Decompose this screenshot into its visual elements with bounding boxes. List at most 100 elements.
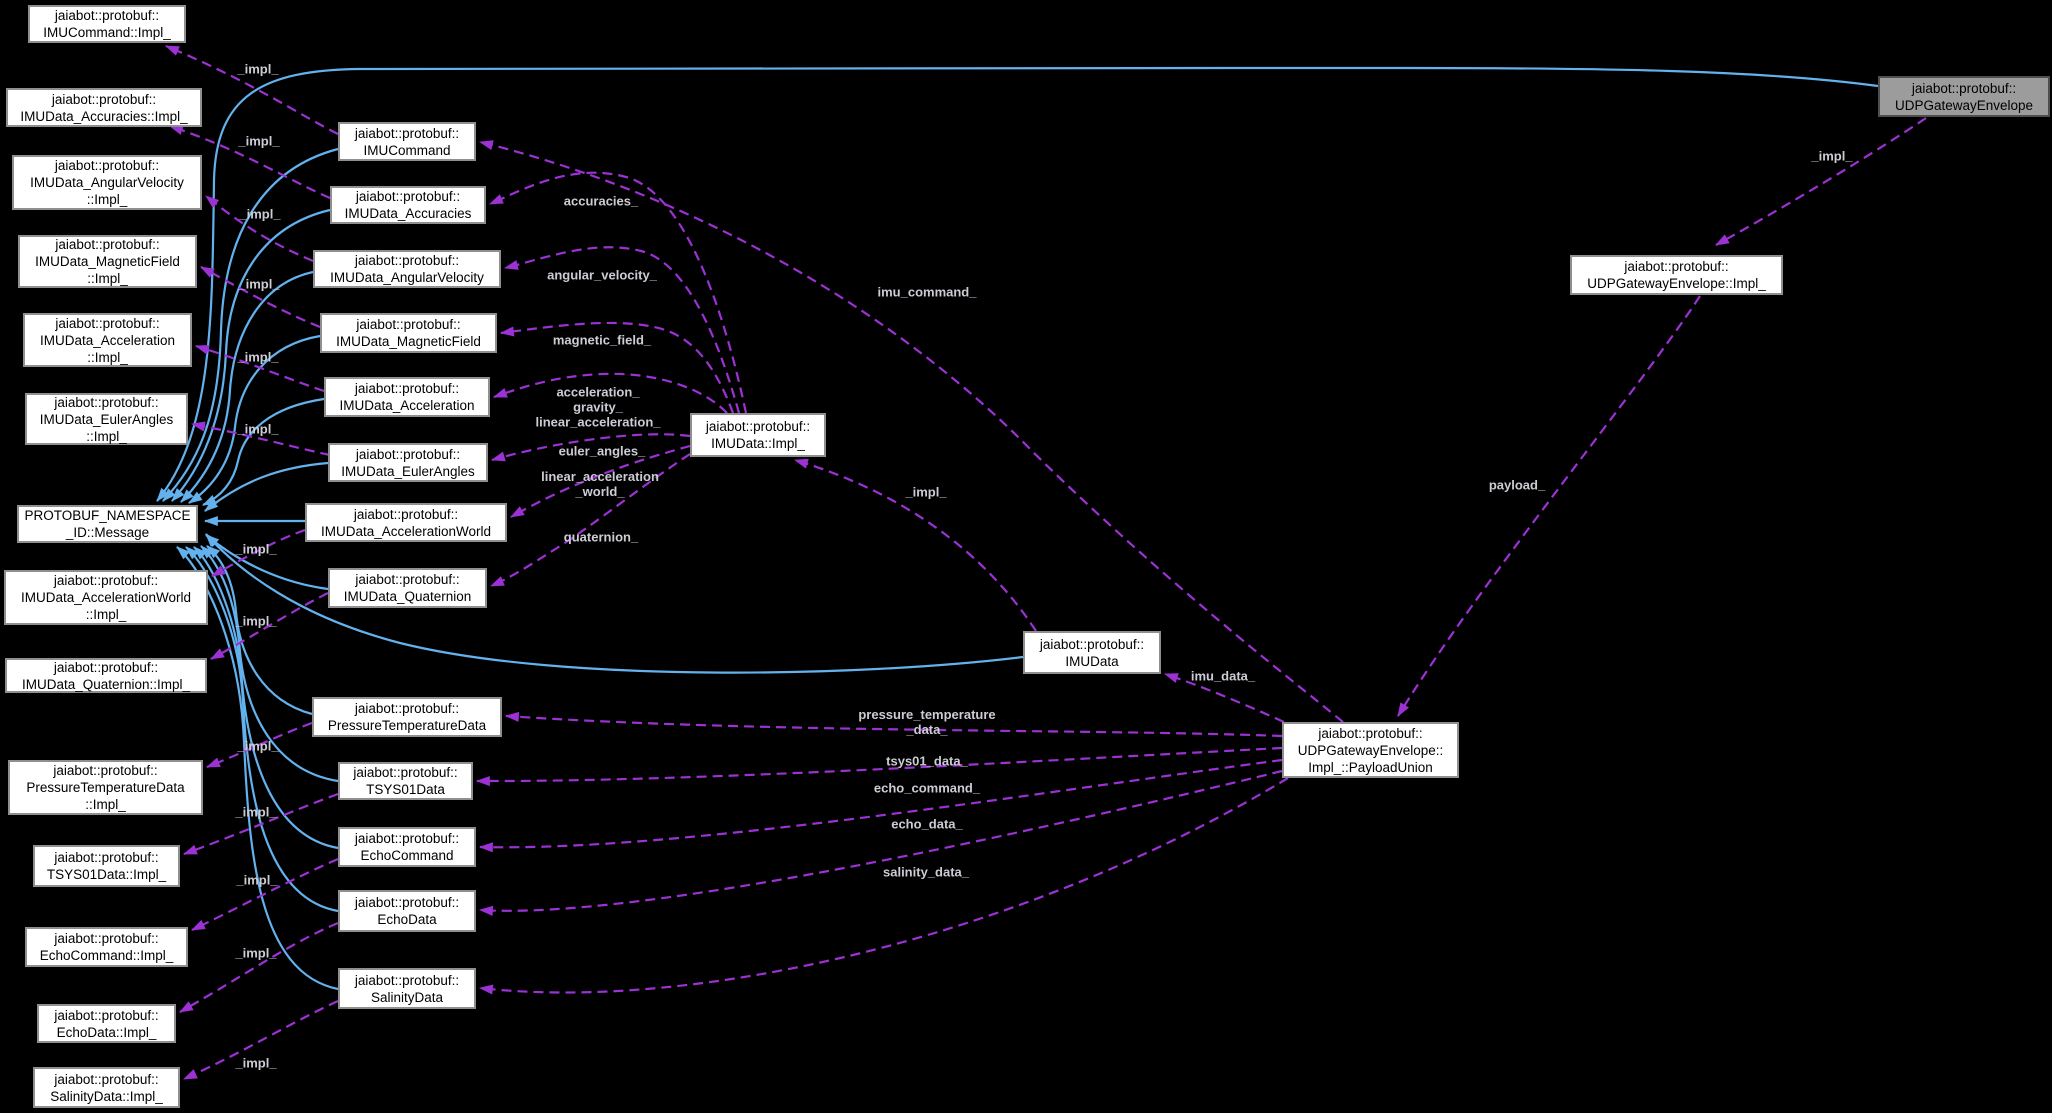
edge-label-impl-pressuretemperaturedata: _impl_ [237,738,279,754]
edge-impl-angularvelocity [205,195,314,263]
edge-label-salinity-data: salinity_data_ [883,864,969,880]
edge-label-euler-angles: euler_angles_ [558,443,646,459]
edge-label-impl-eulerangles: _impl_ [237,421,279,437]
edge-impl-accelerationworld [211,528,306,577]
edge-use-angular-velocity [503,246,741,414]
edge-label-tsys01-data: tsys01_data_ [886,753,968,769]
edge-inherit-magneticfield [188,334,321,504]
node-salinitydata[interactable]: jaiabot::protobuf:: SalinityData [338,968,476,1009]
edge-label-impl-udp: _impl_ [1811,148,1853,164]
edge-label-impl-salinitydata: _impl_ [235,1055,277,1071]
edge-inherit-imudata [205,533,1024,674]
edge-label-impl-accelerationworld: _impl_ [235,541,277,557]
edge-label-impl-quaternion: _impl_ [235,613,277,629]
node-quaternion[interactable]: jaiabot::protobuf:: IMUData_Quaternion [328,568,487,608]
edge-impl-eulerangles [190,421,331,457]
edge-impl-acceleration [194,344,325,393]
edge-use-echo-data [478,769,1283,916]
edge-label-quaternion: quaternion_ [563,529,639,545]
edge-use-acceleration [492,372,728,414]
edge-impl-udp [1715,117,1927,246]
node-imudata[interactable]: jaiabot::protobuf:: IMUData [1023,631,1161,674]
edge-label-magnetic-field: magnetic_field_ [552,332,652,348]
edge-inherit-angularvelocity [180,270,314,503]
edge-inherit-echodata [185,546,339,913]
node-angularvelocity-impl[interactable]: jaiabot::protobuf:: IMUData_AngularVeloc… [12,155,202,210]
node-udpgatewayenvelope-impl[interactable]: jaiabot::protobuf:: UDPGatewayEnvelope::… [1570,255,1783,295]
node-accuracies-impl[interactable]: jaiabot::protobuf:: IMUData_Accuracies::… [6,88,202,127]
edge-impl-quaternion [210,592,329,660]
edge-impl-imudata [793,458,1037,632]
node-imucommand-impl[interactable]: jaiabot::protobuf:: IMUCommand::Impl_ [28,5,186,43]
edge-label-pressure-temperature-data: pressure_temperature _data_ [858,707,996,737]
node-accelerationworld[interactable]: jaiabot::protobuf:: IMUData_Acceleration… [305,503,507,542]
node-echocommand-impl[interactable]: jaiabot::protobuf:: EchoCommand::Impl_ [25,927,188,967]
edge-label-accuracies: accuracies_ [563,193,639,209]
edge-label-impl-imudata: _impl_ [905,484,947,500]
node-acceleration-impl[interactable]: jaiabot::protobuf:: IMUData_Acceleration… [23,313,192,367]
node-accelerationworld-impl[interactable]: jaiabot::protobuf:: IMUData_Acceleration… [4,570,208,625]
node-echocommand[interactable]: jaiabot::protobuf:: EchoCommand [338,827,476,867]
edge-inherit-pressuretemperaturedata [206,545,313,716]
edge-use-accuracies [489,171,748,414]
edge-label-impl-imucommand: _impl_ [237,61,279,77]
edge-label-imu-command: imu_command_ [877,284,977,300]
edge-impl-magneticfield [200,266,321,329]
edge-label-impl-angularvelocity: _impl_ [239,206,281,222]
edge-label-impl-echocommand: _impl_ [236,872,278,888]
edge-inherit-udpgatewayenvelope [156,66,1879,502]
node-angularvelocity[interactable]: jaiabot::protobuf:: IMUData_AngularVeloc… [313,250,501,288]
node-quaternion-impl[interactable]: jaiabot::protobuf:: IMUData_Quaternion::… [5,658,207,693]
node-tsys01data-impl[interactable]: jaiabot::protobuf:: TSYS01Data::Impl_ [33,845,180,887]
node-imucommand[interactable]: jaiabot::protobuf:: IMUCommand [338,122,476,161]
edge-impl-accuracies [168,124,331,200]
edge-label-impl-echodata: _impl_ [235,945,277,961]
edge-impl-salinitydata [183,999,339,1081]
node-eulerangles[interactable]: jaiabot::protobuf:: IMUData_EulerAngles [328,443,488,482]
node-payloadunion[interactable]: jaiabot::protobuf:: UDPGatewayEnvelope::… [1282,722,1459,778]
edge-label-echo-command: echo_command_ [873,780,981,796]
edge-impl-tsys01data [182,792,339,856]
edge-inherit-acceleration [202,397,325,506]
edge-label-impl-magneticfield: _impl_ [238,276,280,292]
edge-impl-echodata [179,921,339,1013]
node-message[interactable]: PROTOBUF_NAMESPACE _ID::Message [17,505,198,543]
node-accuracies[interactable]: jaiabot::protobuf:: IMUData_Accuracies [330,186,486,224]
node-pressuretemperaturedata-impl[interactable]: jaiabot::protobuf:: PressureTemperatureD… [8,760,203,815]
edge-inherit-accuracies [171,208,331,502]
edge-use-tsys01-data [475,746,1283,787]
node-imudata-impl[interactable]: jaiabot::protobuf:: IMUData::Impl_ [690,413,826,457]
edge-label-impl-acceleration: _impl_ [237,349,279,365]
edge-label-imu-data: imu_data_ [1190,668,1256,684]
edge-label-linear-acceleration-world: linear_acceleration _world_ [541,469,659,499]
node-eulerangles-impl[interactable]: jaiabot::protobuf:: IMUData_EulerAngles … [25,393,188,445]
edge-use-payload [1397,295,1701,717]
edge-label-acceleration-group: acceleration_ gravity_ linear_accelerati… [535,384,661,430]
node-tsys01data[interactable]: jaiabot::protobuf:: TSYS01Data [338,762,473,800]
edge-use-linear-acceleration-world [510,444,691,518]
node-magneticfield-impl[interactable]: jaiabot::protobuf:: IMUData_MagneticFiel… [18,235,197,288]
edge-label-angular-velocity: angular_velocity_ [547,267,657,283]
node-acceleration[interactable]: jaiabot::protobuf:: IMUData_Acceleration [324,377,490,417]
edge-inherit-eulerangles [204,461,329,512]
edge-use-imu-command [478,140,1344,723]
edge-label-payload: payload_ [1488,477,1546,493]
edge-impl-pressuretemperaturedata [206,721,313,769]
node-magneticfield[interactable]: jaiabot::protobuf:: IMUData_MagneticFiel… [320,313,497,353]
edge-use-echo-command [478,758,1283,853]
edge-impl-echocommand [191,857,339,931]
node-pressuretemperaturedata[interactable]: jaiabot::protobuf:: PressureTemperatureD… [312,697,502,737]
edge-use-pressure-temperature-data [504,711,1283,738]
edge-inherit-imucommand [162,147,339,502]
edge-impl-imucommand [165,44,339,135]
node-echodata-impl[interactable]: jaiabot::protobuf:: EchoData::Impl_ [37,1004,176,1043]
edge-label-impl-accuracies: _impl_ [238,133,280,149]
node-echodata[interactable]: jaiabot::protobuf:: EchoData [338,890,476,932]
edge-use-euler-angles [490,433,691,462]
edge-use-salinity-data [478,777,1289,995]
edge-use-imu-data [1163,672,1285,724]
edge-label-echo-data: echo_data_ [891,816,963,832]
node-salinitydata-impl[interactable]: jaiabot::protobuf:: SalinityData::Impl_ [33,1067,180,1108]
